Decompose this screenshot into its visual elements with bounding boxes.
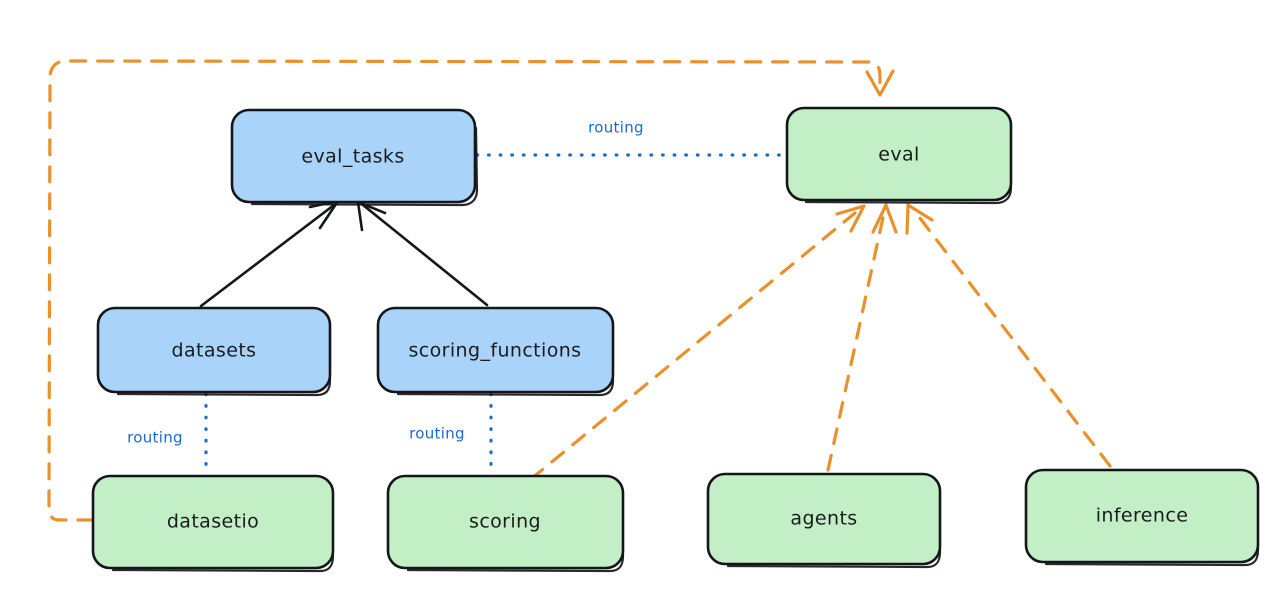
node-label-inference: inference <box>1096 505 1189 527</box>
node-agents[interactable]: agents <box>706 472 942 569</box>
node-scoring-functions[interactable]: scoring_functions <box>376 306 615 397</box>
node-label-scoring: scoring <box>469 511 541 533</box>
node-eval-tasks[interactable]: eval_tasks <box>230 108 479 207</box>
edge-datasetio-eval <box>47 59 895 522</box>
node-label-datasets: datasets <box>172 340 257 362</box>
node-label-datasetio: datasetio <box>167 511 259 533</box>
routing-label-scoring: routing <box>409 425 465 443</box>
node-label-eval: eval <box>878 144 919 166</box>
node-datasets[interactable]: datasets <box>96 306 332 397</box>
edge-scoring-eval <box>529 204 866 481</box>
node-label-agents: agents <box>790 508 857 530</box>
node-label-scoring-functions: scoring_functions <box>409 340 582 362</box>
edge-scoring-functions-to-scoring: routing <box>409 392 493 476</box>
edge-datasets-to-datasetio: routing <box>127 392 208 476</box>
routing-label-eval: routing <box>588 119 644 137</box>
node-label-eval-tasks: eval_tasks <box>301 146 404 168</box>
edge-datasets-to-eval-tasks <box>199 199 340 308</box>
node-datasetio[interactable]: datasetio <box>91 474 335 573</box>
edge-scoring-functions-to-eval-tasks <box>356 200 489 307</box>
node-inference[interactable]: inference <box>1024 468 1260 567</box>
edge-agents-eval <box>826 203 898 472</box>
routing-label-datasetio: routing <box>127 429 183 447</box>
edge-inference-eval <box>905 203 1112 468</box>
node-eval[interactable]: eval <box>785 106 1013 205</box>
node-scoring[interactable]: scoring <box>386 474 625 573</box>
edge-eval-tasks-to-eval: routing <box>475 119 788 157</box>
